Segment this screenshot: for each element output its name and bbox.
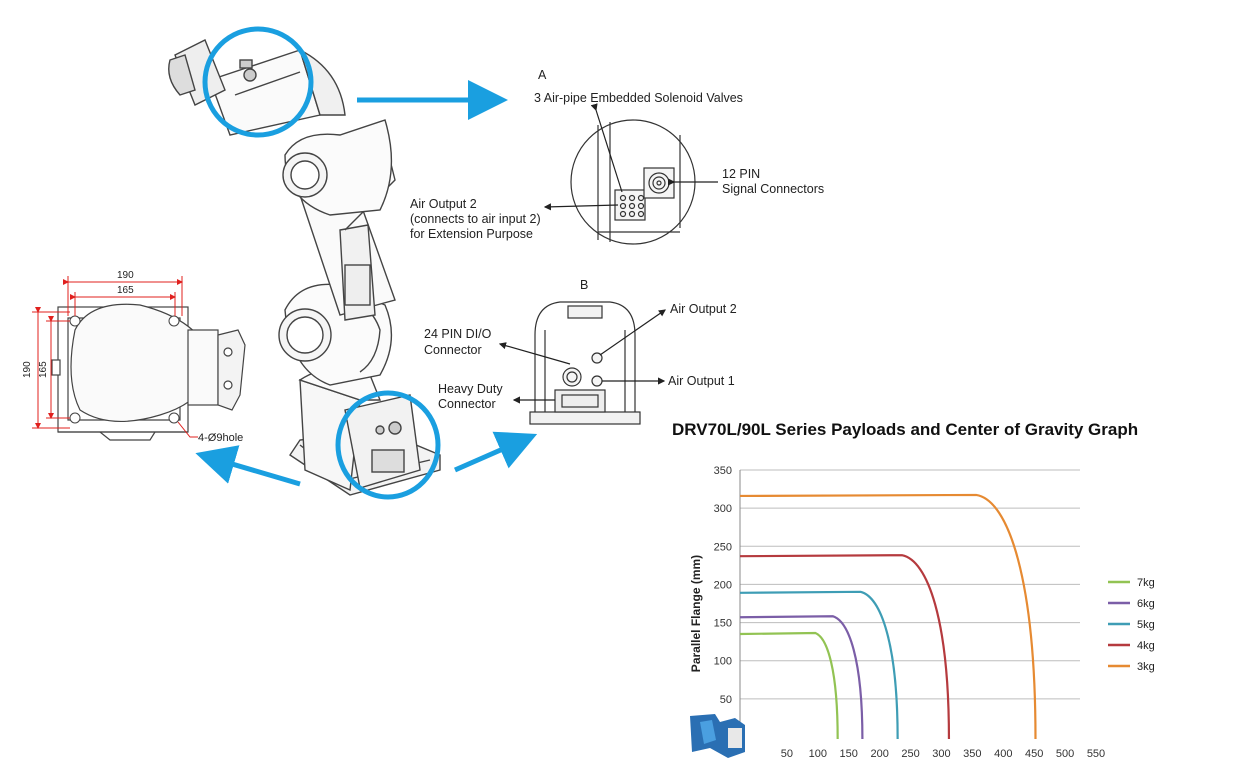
- x-tick-label-50: 50: [781, 748, 793, 760]
- detail-b-tag: B: [580, 278, 589, 292]
- highlight-callouts: [195, 26, 538, 500]
- arrow-to-base-drawing: [195, 445, 301, 487]
- highlight-circle-a: [202, 26, 314, 138]
- air-output2-a-line3: for Extension Purpose: [410, 227, 533, 241]
- dio-connector-label-1: 24 PIN DI/O: [424, 327, 492, 341]
- series-line-4kg: [739, 554, 951, 740]
- detail-a-view: [543, 103, 718, 245]
- air-output2-a-line2: (connects to air input 2): [410, 212, 541, 226]
- chart-title: DRV70L/90L Series Payloads and Center of…: [672, 420, 1139, 439]
- base-top-view-drawing: [32, 276, 246, 441]
- series-line-6kg: [739, 615, 864, 740]
- hole-spec-label: 4-Ø9hole: [198, 432, 244, 444]
- x-tick-label-150: 150: [840, 748, 858, 760]
- x-tick-label-400: 400: [994, 748, 1012, 760]
- air-output2-b-label: Air Output 2: [670, 302, 737, 316]
- y-tick-label-250: 250: [714, 541, 732, 553]
- legend-label-3kg: 3kg: [1137, 661, 1155, 673]
- x-tick-label-550: 550: [1087, 748, 1105, 760]
- dim-top-inner: 165: [117, 285, 134, 296]
- signal-connector-label-1: 12 PIN: [722, 167, 761, 181]
- y-tick-label-100: 100: [714, 656, 732, 668]
- dio-connector-label-2: Connector: [424, 343, 482, 357]
- robot-arm-illustration: [168, 39, 441, 496]
- x-tick-label-300: 300: [932, 748, 950, 760]
- solenoid-valves-label: 3 Air-pipe Embedded Solenoid Valves: [534, 91, 743, 105]
- legend-label-5kg: 5kg: [1137, 619, 1155, 631]
- y-tick-label-200: 200: [714, 579, 732, 591]
- air-output1-label: Air Output 1: [668, 374, 735, 388]
- series-line-3kg: [739, 493, 1037, 740]
- y-tick-label-350: 350: [714, 465, 732, 477]
- legend-label-7kg: 7kg: [1137, 577, 1155, 589]
- series-line-7kg: [739, 631, 839, 740]
- y-axis-label: Parallel Flange (mm): [689, 555, 703, 672]
- x-tick-label-100: 100: [809, 748, 827, 760]
- payload-cog-chart: 50 100 150 200 250 300 350 50 100 150 200 250 300 350…: [689, 465, 1155, 760]
- x-tick-label-250: 250: [901, 748, 919, 760]
- dim-top-outer: 190: [117, 270, 134, 281]
- vendor-logo-icon: [690, 714, 745, 758]
- highlight-circle-b: [335, 390, 441, 500]
- y-tick-label-50: 50: [720, 694, 732, 706]
- y-tick-label-150: 150: [714, 618, 732, 630]
- legend-label-4kg: 4kg: [1137, 640, 1155, 652]
- heavy-duty-label-2: Connector: [438, 397, 496, 411]
- x-tick-label-200: 200: [870, 748, 888, 760]
- legend-label-6kg: 6kg: [1137, 598, 1155, 610]
- dim-left-outer: 190: [22, 361, 33, 378]
- y-tick-label-300: 300: [714, 503, 732, 515]
- signal-connector-label-2: Signal Connectors: [722, 182, 825, 196]
- detail-a-tag: A: [538, 68, 547, 82]
- heavy-duty-label-1: Heavy Duty: [438, 382, 503, 396]
- detail-b-view: [498, 301, 666, 425]
- dim-left-inner: 165: [38, 361, 49, 378]
- x-tick-label-350: 350: [963, 748, 981, 760]
- arrow-to-detail-b: [453, 431, 538, 473]
- x-tick-label-450: 450: [1025, 748, 1043, 760]
- air-output2-a-line1: Air Output 2: [410, 197, 477, 211]
- series-line-5kg: [739, 590, 899, 740]
- x-tick-label-500: 500: [1056, 748, 1074, 760]
